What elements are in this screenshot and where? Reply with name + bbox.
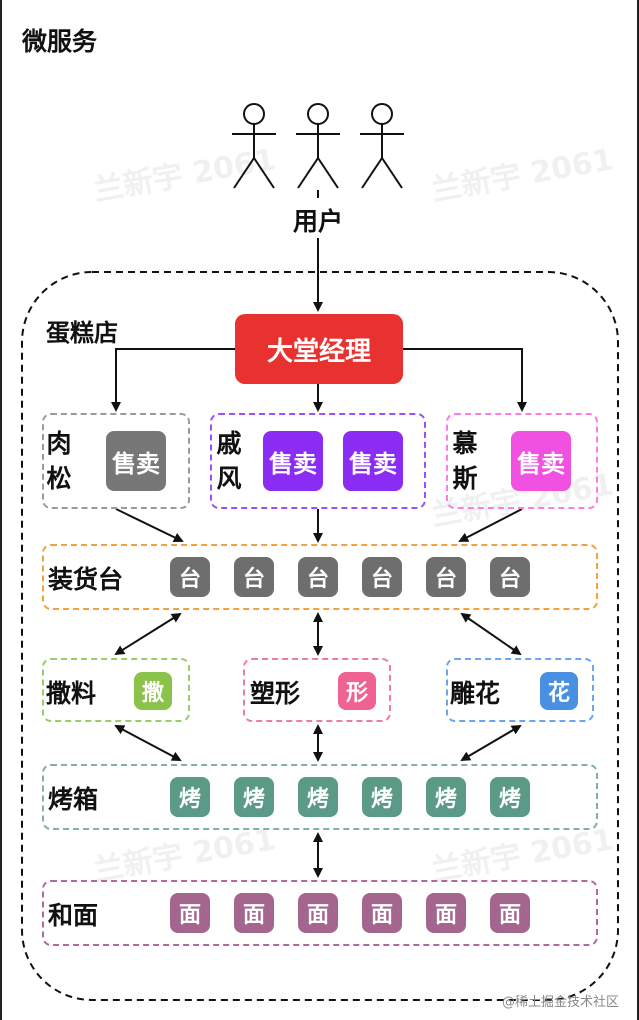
- service-box-musi: [446, 413, 598, 509]
- user-icon-leg: [317, 157, 339, 189]
- oven-tile: 烤: [490, 777, 530, 817]
- sell-tile: 售卖: [263, 431, 323, 491]
- arrow-musi-to-counter: [458, 508, 523, 542]
- step-label: 撒料: [46, 679, 97, 708]
- step-label: 塑形: [250, 679, 301, 708]
- dough-label: 和面: [48, 901, 99, 930]
- dough-layer: [42, 880, 598, 946]
- counter-tile: 台: [298, 557, 338, 597]
- users-label: 用户: [292, 207, 344, 236]
- step-box-sajiao: [42, 658, 190, 722]
- dough-tile: 面: [298, 893, 338, 933]
- store-boundary: [21, 271, 619, 1001]
- service-label-char: 风: [216, 464, 242, 493]
- step-tile: 撒: [134, 672, 172, 710]
- user-icon-leg: [361, 157, 383, 189]
- service-box-rousong: [42, 413, 190, 509]
- user-icon-leg: [233, 157, 255, 189]
- counter-tile: 台: [362, 557, 402, 597]
- user-icon-leg: [297, 157, 319, 189]
- oven-tile: 烤: [234, 777, 274, 817]
- arrow-manager-to-musi: [403, 348, 527, 412]
- service-box-xianfeng: [210, 413, 426, 509]
- credit-text: @稀土掘金技术社区: [501, 995, 619, 1010]
- counter-label: 装货台: [48, 565, 124, 594]
- oven-label: 烤箱: [48, 785, 99, 814]
- service-label-char: 斯: [452, 464, 478, 493]
- oven-layer: [42, 764, 598, 830]
- step-tile: 形: [338, 672, 376, 710]
- service-label-char: 松: [46, 464, 72, 493]
- counter-tile: 台: [170, 557, 210, 597]
- sell-tile: 售卖: [343, 431, 403, 491]
- arrow-sajiao-oven: [114, 725, 182, 761]
- arrow-diaohua-oven: [460, 724, 522, 762]
- oven-tile: 烤: [426, 777, 466, 817]
- counter-tile: 台: [234, 557, 274, 597]
- arrow-rousong-to-counter: [115, 508, 184, 543]
- dough-tile: 面: [490, 893, 530, 933]
- oven-tile: 烤: [362, 777, 402, 817]
- service-label-char: 慕: [452, 429, 478, 458]
- counter-layer: [42, 544, 598, 610]
- sell-tile: 售卖: [106, 431, 166, 491]
- dough-tile: 面: [362, 893, 402, 933]
- page-title: 微服务: [22, 27, 98, 56]
- step-box-suxing: [243, 658, 391, 722]
- service-label-char: 肉: [46, 429, 72, 458]
- sell-tile: 售卖: [511, 431, 571, 491]
- counter-tile: 台: [490, 557, 530, 597]
- manager-node: 大堂经理: [235, 314, 403, 384]
- arrow-manager-to-rousong: [111, 348, 235, 412]
- arrow-counter-sajiao: [114, 612, 182, 656]
- counter-tile: 台: [426, 557, 466, 597]
- dough-tile: 面: [234, 893, 274, 933]
- step-tile: 花: [540, 672, 578, 710]
- dough-tile: 面: [426, 893, 466, 933]
- service-label-char: 戚: [216, 429, 242, 458]
- arrow-counter-diaohua: [460, 612, 522, 656]
- store-label: 蛋糕店: [46, 319, 118, 347]
- step-box-diaohua: [446, 658, 594, 722]
- oven-tile: 烤: [298, 777, 338, 817]
- user-icon-leg: [381, 157, 403, 189]
- oven-tile: 烤: [170, 777, 210, 817]
- step-label: 雕花: [450, 679, 501, 708]
- user-icon-leg: [253, 157, 275, 189]
- dough-tile: 面: [170, 893, 210, 933]
